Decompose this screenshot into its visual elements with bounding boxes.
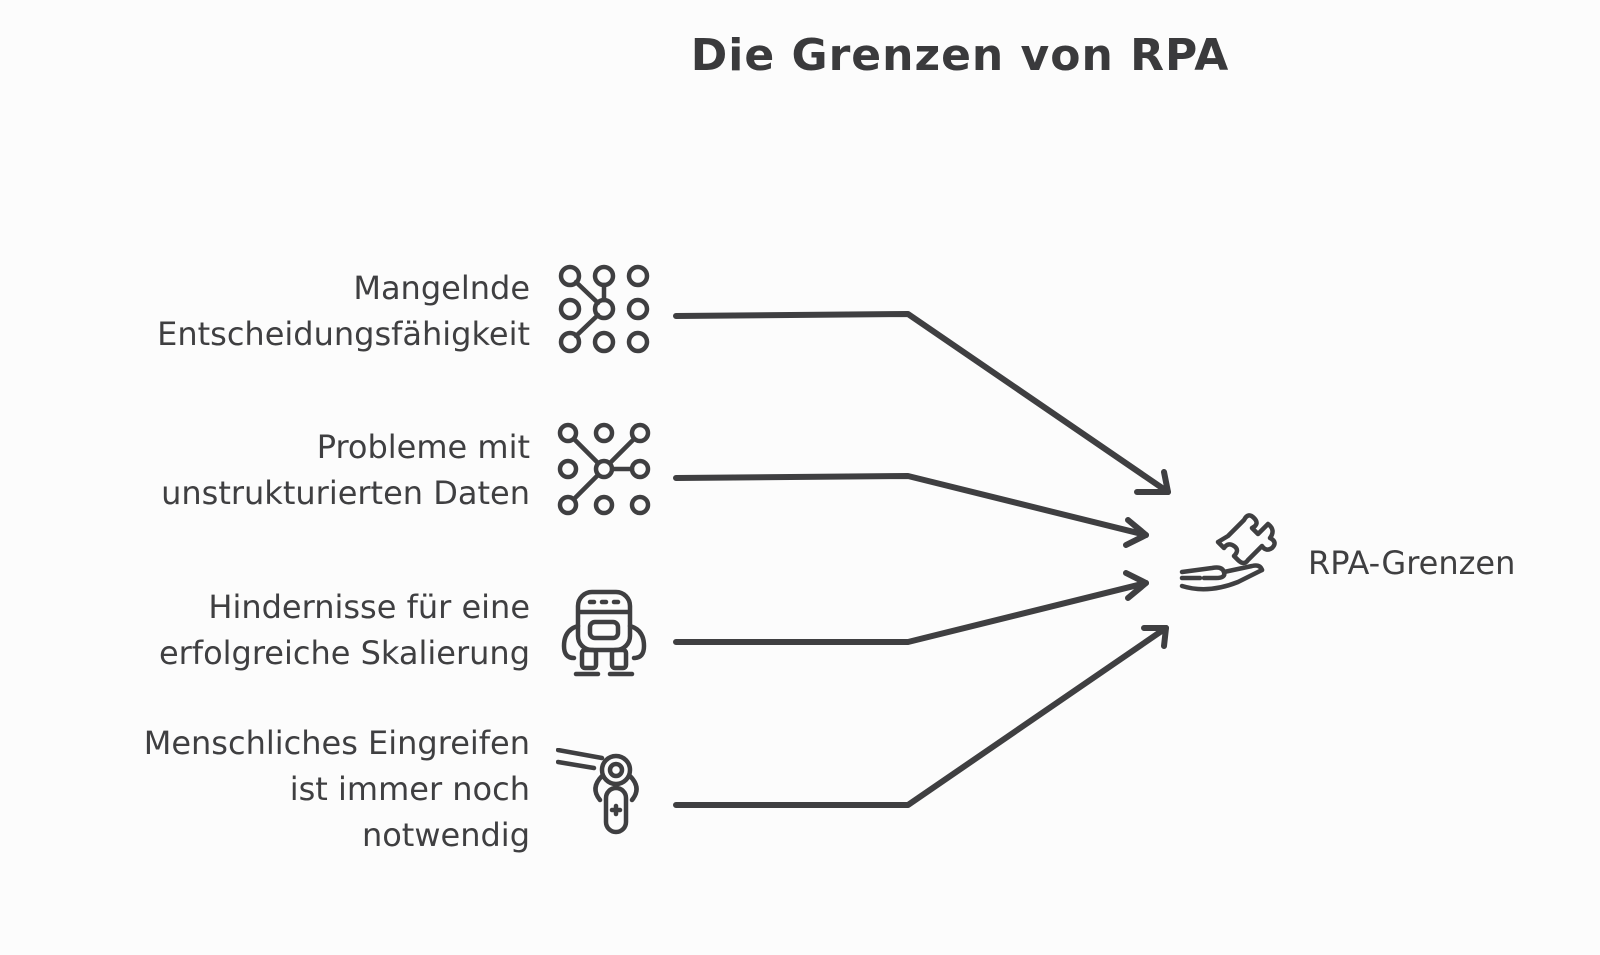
connector-arrow-human-intervention bbox=[673, 625, 1169, 808]
source-label-line: Mangelnde bbox=[353, 269, 530, 307]
source-label-line: unstrukturierten Daten bbox=[161, 474, 530, 512]
source-label-line: Probleme mit bbox=[316, 428, 530, 466]
diagram-title: Die Grenzen von RPA bbox=[690, 30, 1230, 81]
source-label-line: notwendig bbox=[361, 816, 530, 854]
source-label-line: Entscheidungsfähigkeit bbox=[157, 315, 530, 353]
target-label: RPA-Grenzen bbox=[1308, 544, 1516, 582]
connector-arrow-scaling bbox=[673, 570, 1149, 645]
source-label-scaling: Hindernisse für eine erfolgreiche Skalie… bbox=[60, 584, 530, 676]
source-label-human-intervention: Menschliches Eingreifen ist immer noch n… bbox=[60, 720, 530, 858]
connector-arrow-decision bbox=[673, 311, 1171, 495]
node-grid-icon bbox=[556, 262, 652, 358]
source-label-line: erfolgreiche Skalierung bbox=[158, 634, 530, 672]
robotic-arm-icon bbox=[556, 748, 652, 844]
source-label-line: Hindernisse für eine bbox=[208, 588, 530, 626]
source-label-line: Menschliches Eingreifen bbox=[143, 724, 530, 762]
connector-arrow-unstructured-data bbox=[673, 473, 1149, 548]
robot-icon bbox=[556, 588, 652, 684]
source-label-decision: Mangelnde Entscheidungsfähigkeit bbox=[60, 265, 530, 357]
source-label-line: ist immer noch bbox=[289, 770, 530, 808]
source-label-unstructured-data: Probleme mit unstrukturierten Daten bbox=[60, 424, 530, 516]
puzzle-hand-icon bbox=[1178, 508, 1298, 608]
network-nodes-icon bbox=[556, 421, 652, 517]
